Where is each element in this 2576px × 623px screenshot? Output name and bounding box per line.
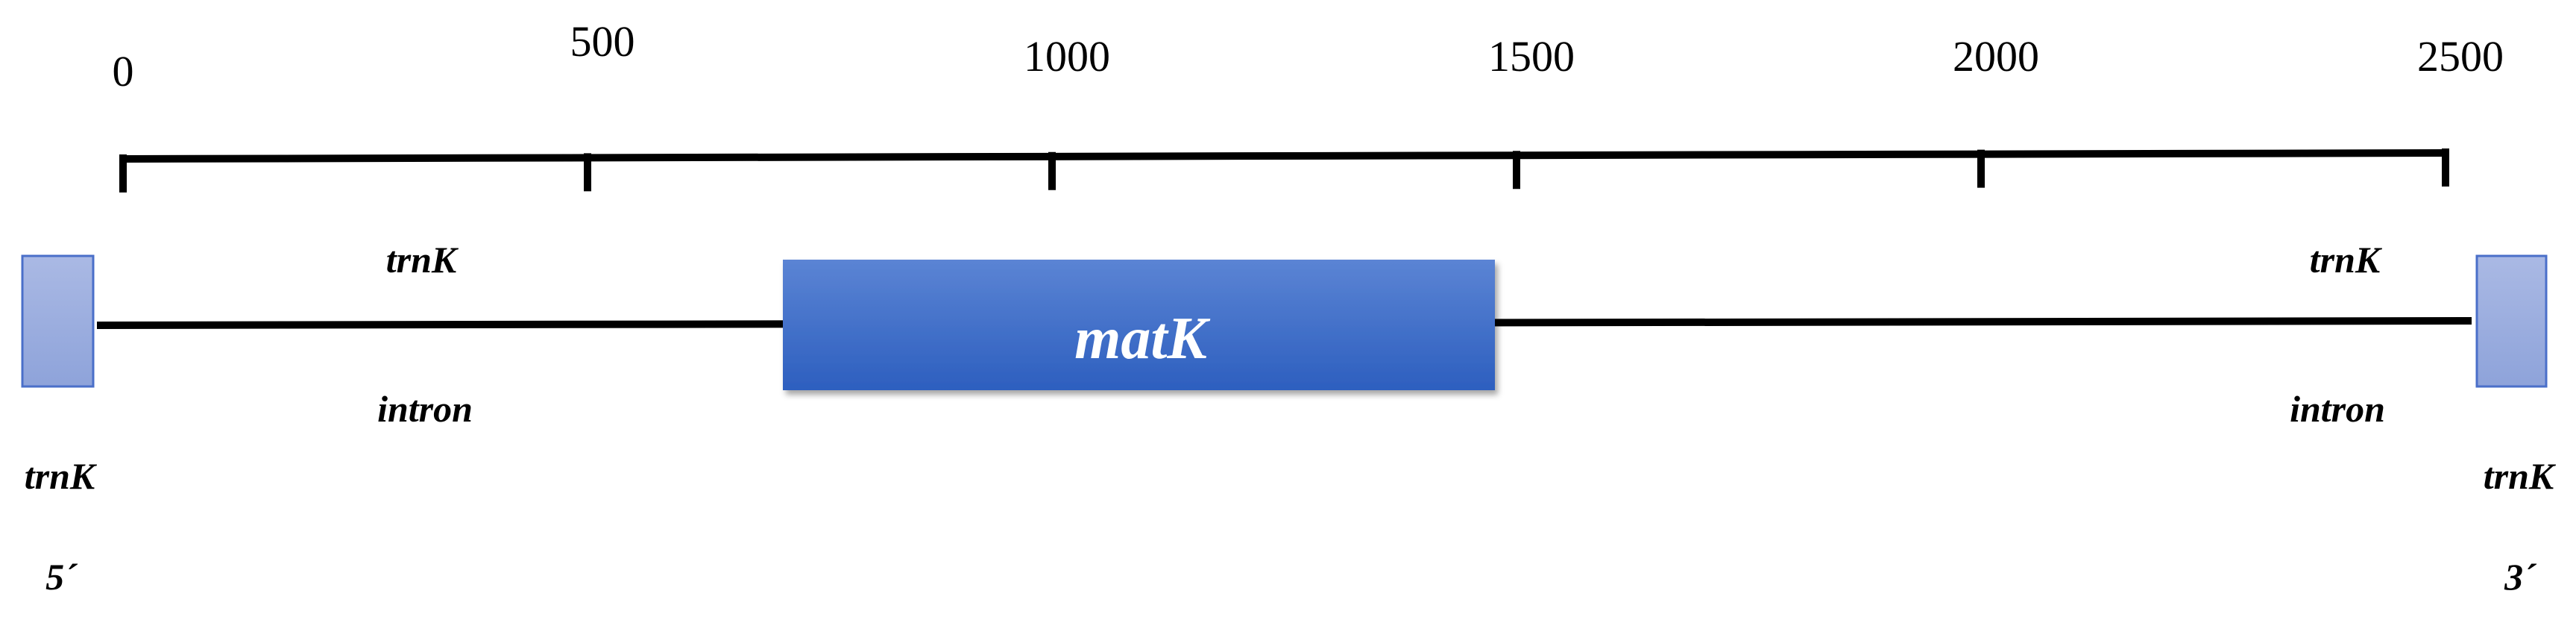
scale-tick-label: 1000: [1024, 32, 1110, 81]
matk-gene-label: matK: [1074, 306, 1210, 372]
left-exon-label: trnK: [25, 455, 98, 497]
left-intron-label-line2: intron: [377, 388, 473, 430]
right-intron-label-line2: intron: [2290, 388, 2385, 430]
left-exon-box: [21, 254, 95, 388]
scale-axis-line: [122, 149, 2446, 163]
right-exon-label: trnK: [2484, 455, 2557, 497]
matk-gene-box: [783, 260, 1495, 390]
scale-tick-label: 2000: [1953, 32, 2039, 81]
scale-bar: 0 500 1000 1500 2000 2500: [113, 17, 2504, 192]
scale-tick-label: 500: [570, 17, 635, 66]
right-intron-label-line1: trnK: [2310, 239, 2383, 281]
scale-tick-label: 1500: [1488, 32, 1575, 81]
scale-tick-label: 0: [113, 47, 134, 96]
left-end-label: 5´: [45, 556, 78, 598]
right-exon-box: [2475, 254, 2548, 388]
scale-tick-label: 2500: [2417, 32, 2504, 81]
right-end-label: 3´: [2504, 556, 2537, 598]
left-intron-label-line1: trnK: [386, 239, 459, 281]
